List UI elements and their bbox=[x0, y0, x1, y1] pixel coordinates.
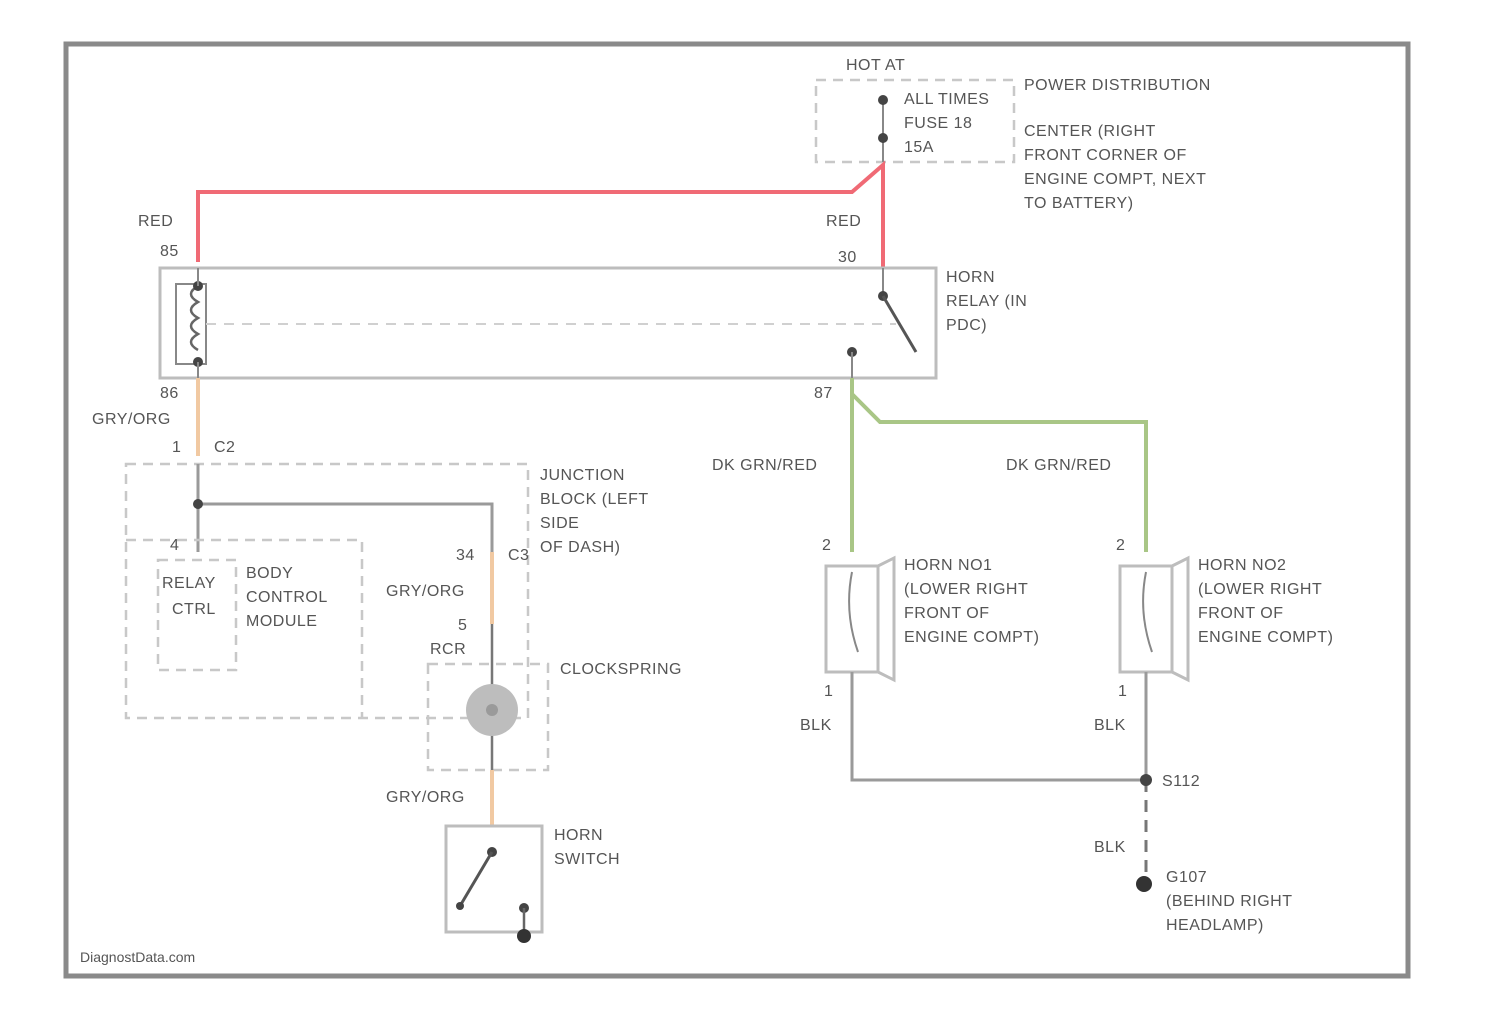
horn2-label-line-2: (LOWER RIGHT bbox=[1198, 581, 1322, 598]
pdc-label-line-5: TO BATTERY) bbox=[1024, 195, 1134, 212]
ground-g107-icon bbox=[1136, 876, 1152, 892]
clockspring-rcr: RCR bbox=[430, 641, 466, 658]
dk-grn-label-left: DK GRN/RED bbox=[712, 457, 817, 474]
jb-splice-dot bbox=[193, 499, 203, 509]
horn-switch-label-line-2: SWITCH bbox=[554, 851, 620, 868]
blk-label-2: BLK bbox=[1094, 717, 1126, 734]
horn1-label-line-1: HORN NO1 bbox=[904, 557, 992, 574]
jb-connector-c3: C3 bbox=[508, 547, 529, 564]
ground-label-line-2: (BEHIND RIGHT bbox=[1166, 893, 1293, 910]
jb-pin-1: 1 bbox=[172, 439, 181, 456]
pdc-label-line-4: ENGINE COMPT, NEXT bbox=[1024, 171, 1206, 188]
horn-switch-arm-end bbox=[456, 902, 464, 910]
jb-label-line-3: SIDE bbox=[540, 515, 579, 532]
jb-label-line-4: OF DASH) bbox=[540, 539, 620, 556]
bcm-label-line-3: MODULE bbox=[246, 613, 317, 630]
fuse-terminal-bottom bbox=[878, 133, 888, 143]
pdc-label-line-2: CENTER (RIGHT bbox=[1024, 123, 1156, 140]
horn-switch: HORN SWITCH bbox=[446, 826, 620, 943]
relay-pin-30: 30 bbox=[838, 249, 857, 266]
horn-no1: 2 1 HORN NO1 (LOWER RIGHT FRONT OF ENGIN… bbox=[822, 537, 1039, 700]
fuse-line-1: ALL TIMES bbox=[904, 91, 989, 108]
horn1-label-line-3: FRONT OF bbox=[904, 605, 989, 622]
hot-at-label: HOT AT bbox=[846, 57, 905, 74]
fuse-line-3: 15A bbox=[904, 139, 934, 156]
horn1-label-line-4: ENGINE COMPT) bbox=[904, 629, 1039, 646]
relay-switch-arm-icon bbox=[883, 296, 916, 352]
jb-pin-34: 34 bbox=[456, 547, 475, 564]
bcm-label-line-2: CONTROL bbox=[246, 589, 328, 606]
clockspring-label: CLOCKSPRING bbox=[560, 661, 682, 678]
horn1-pin-1: 1 bbox=[824, 683, 833, 700]
ground-label-line-1: G107 bbox=[1166, 869, 1207, 886]
blk-label-1: BLK bbox=[800, 717, 832, 734]
jb-connector-c2: C2 bbox=[214, 439, 235, 456]
relay-pin-86: 86 bbox=[160, 385, 179, 402]
horn1-label-line-2: (LOWER RIGHT bbox=[904, 581, 1028, 598]
horn2-label-line-4: ENGINE COMPT) bbox=[1198, 629, 1333, 646]
ground-label-line-3: HEADLAMP) bbox=[1166, 917, 1264, 934]
relay-pin-87: 87 bbox=[814, 385, 833, 402]
relay-label-line-2: RELAY (IN bbox=[946, 293, 1027, 310]
relay-ctrl-line-2: CTRL bbox=[172, 601, 216, 618]
horn2-coil bbox=[1143, 572, 1152, 652]
gry-org-label-3: GRY/ORG bbox=[386, 789, 465, 806]
splice-s112-dot bbox=[1140, 774, 1152, 786]
bcm-outline bbox=[126, 540, 362, 718]
horn-switch-arm-icon bbox=[460, 852, 492, 906]
relay-label-line-1: HORN bbox=[946, 269, 995, 286]
body-control-module: RELAY CTRL BODY CONTROL MODULE bbox=[126, 540, 362, 718]
bcm-label-line-1: BODY bbox=[246, 565, 293, 582]
horn2-pin-2: 2 bbox=[1116, 537, 1125, 554]
fuse-line-2: FUSE 18 bbox=[904, 115, 972, 132]
watermark: DiagnostData.com bbox=[80, 949, 195, 965]
horn1-coil bbox=[849, 572, 858, 652]
diagram-frame bbox=[66, 44, 1408, 976]
gry-org-label-2: GRY/ORG bbox=[386, 583, 465, 600]
jb-label-line-1: JUNCTION bbox=[540, 467, 625, 484]
fuse-terminal-top bbox=[878, 95, 888, 105]
clockspring-hub bbox=[486, 704, 498, 716]
clockspring-pin: 5 bbox=[458, 617, 467, 634]
jb-label-line-2: BLOCK (LEFT bbox=[540, 491, 649, 508]
horn2-body bbox=[1120, 566, 1172, 672]
power-distribution-center: HOT AT ALL TIMES FUSE 18 15A POWER DISTR… bbox=[816, 57, 1211, 212]
horn2-bell-icon bbox=[1172, 558, 1188, 680]
horn-no2: 2 1 HORN NO2 (LOWER RIGHT FRONT OF ENGIN… bbox=[1116, 537, 1333, 700]
red-wire bbox=[198, 165, 883, 268]
horn-switch-box bbox=[446, 826, 542, 932]
relay-coil-icon bbox=[191, 286, 198, 350]
horn-switch-ground-icon bbox=[517, 929, 531, 943]
relay-ctrl-line-1: RELAY bbox=[162, 575, 216, 592]
horn-relay: 85 86 30 87 HORN RELAY (IN PDC) bbox=[160, 243, 1027, 402]
horn-switch-label-line-1: HORN bbox=[554, 827, 603, 844]
horn2-label-line-1: HORN NO2 bbox=[1198, 557, 1286, 574]
horn1-bell-icon bbox=[878, 558, 894, 680]
gry-org-label-1: GRY/ORG bbox=[92, 411, 171, 428]
horn1-body bbox=[826, 566, 878, 672]
pdc-label-line-3: FRONT CORNER OF bbox=[1024, 147, 1187, 164]
horn2-pin-1: 1 bbox=[1118, 683, 1127, 700]
red-wire-label-right: RED bbox=[826, 213, 861, 230]
dk-grn-label-right: DK GRN/RED bbox=[1006, 457, 1111, 474]
red-wire-label-left: RED bbox=[138, 213, 173, 230]
relay-label-line-3: PDC) bbox=[946, 317, 987, 334]
blk-label-3: BLK bbox=[1094, 839, 1126, 856]
jb-internal-wire-b bbox=[198, 504, 492, 552]
splice-s112-label: S112 bbox=[1162, 773, 1200, 790]
horn2-label-line-3: FRONT OF bbox=[1198, 605, 1283, 622]
horn1-pin-2: 2 bbox=[822, 537, 831, 554]
pdc-label-line-1: POWER DISTRIBUTION bbox=[1024, 77, 1211, 94]
relay-pin-85: 85 bbox=[160, 243, 179, 260]
